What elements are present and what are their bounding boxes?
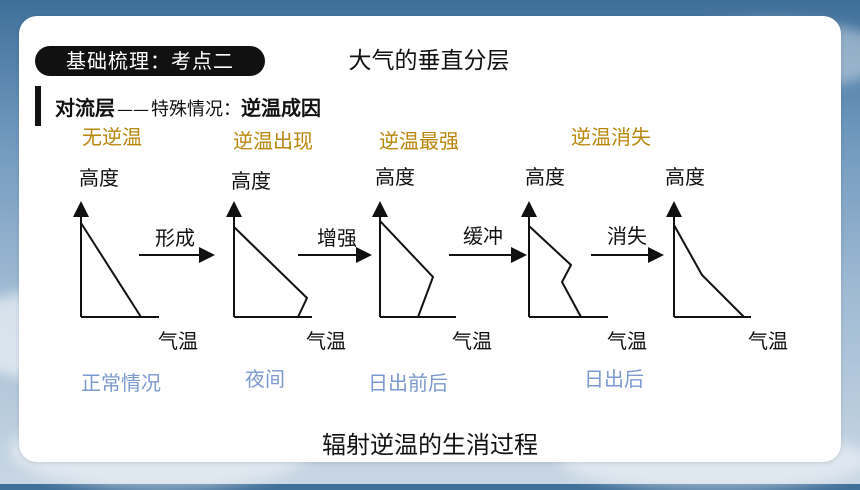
x-axis-label: 气温 [748, 329, 788, 353]
graph-4: 高度 气温 [521, 165, 647, 353]
y-axis-label: 高度 [375, 165, 415, 189]
section-pill: 基础梳理：考点二 [35, 46, 265, 76]
note-4: 日出后 [584, 367, 644, 391]
subtitle-part1: 对流层 [55, 96, 115, 120]
x-axis-label: 气温 [306, 329, 346, 353]
subtitle-dash: —— [117, 100, 149, 119]
stage-label-1: 无逆温 [82, 125, 142, 149]
arrow-label-3: 缓冲 [463, 224, 503, 248]
y-axis-label: 高度 [525, 165, 565, 189]
subtitle-part3: 逆温成因 [241, 96, 321, 120]
stage-label-3: 逆温最强 [379, 129, 459, 153]
subtitle-bar [35, 86, 41, 126]
arrow-label-4: 消失 [607, 224, 647, 248]
x-axis-label: 气温 [158, 329, 198, 353]
graph-3: 高度 气温 [372, 165, 492, 353]
graph-2: 高度 气温 [226, 169, 346, 353]
note-1: 正常情况 [81, 371, 161, 395]
inversion-diagram: 高度 气温 形成 高度 气温 增强 高度 气温 缓冲 [73, 165, 788, 353]
note-2: 夜间 [245, 367, 285, 391]
x-axis-label: 气温 [607, 329, 647, 353]
temperature-profile [379, 220, 435, 318]
diagram-caption: 辐射逆温的生消过程 [322, 431, 538, 459]
temperature-profile [233, 226, 309, 318]
page-title: 大气的垂直分层 [348, 48, 510, 74]
arrow-label-2: 增强 [317, 226, 357, 250]
subtitle-part2: 特殊情况： [151, 99, 241, 120]
subtitle: 对流层——特殊情况：逆温成因 [55, 94, 321, 124]
y-axis-label: 高度 [79, 166, 119, 190]
temperature-profile [673, 224, 745, 318]
stage-label-2: 逆温出现 [233, 129, 313, 153]
graph-5: 高度 气温 [665, 165, 788, 353]
y-axis-label: 高度 [665, 165, 705, 189]
graph-1: 高度 气温 [73, 166, 198, 353]
stage-label-4: 逆温消失 [571, 125, 651, 149]
temperature-profile [80, 222, 142, 318]
note-3: 日出前后 [368, 371, 448, 395]
temperature-profile [528, 225, 582, 318]
content-panel: 基础梳理：考点二 大气的垂直分层 对流层——特殊情况：逆温成因 无逆温 逆温出现… [19, 16, 841, 462]
y-axis-label: 高度 [231, 169, 271, 193]
x-axis-label: 气温 [452, 329, 492, 353]
arrow-label-1: 形成 [155, 226, 195, 250]
